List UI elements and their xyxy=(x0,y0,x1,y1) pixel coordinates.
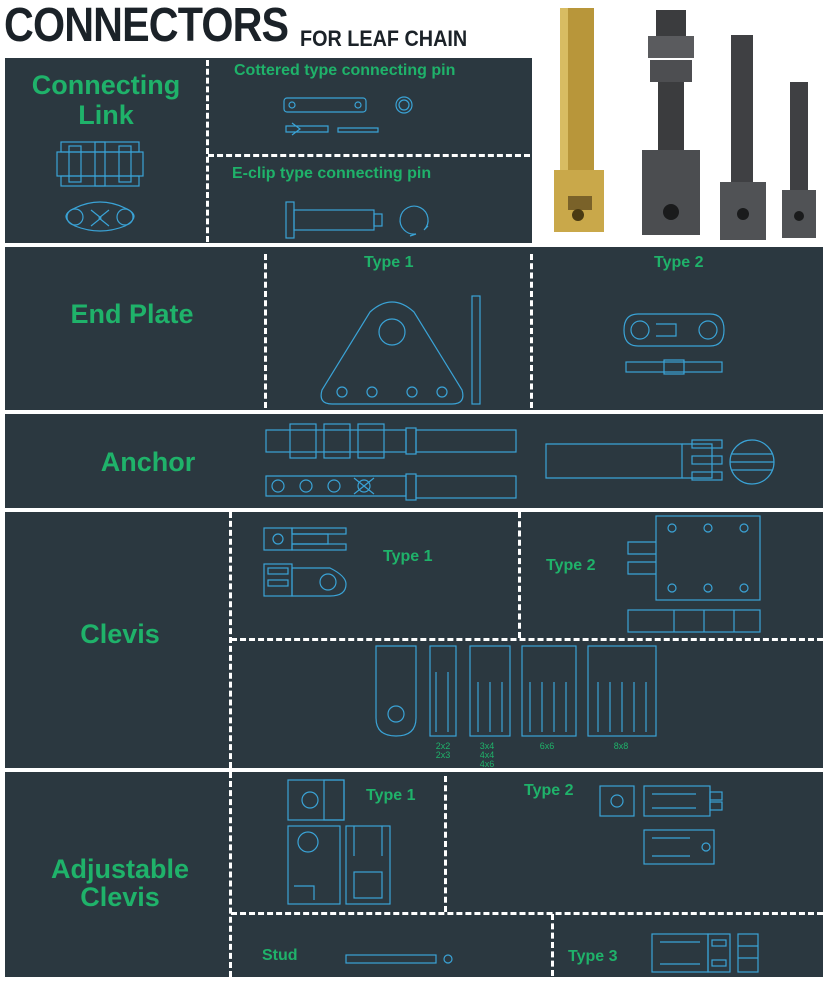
clevis-sizes-drawing xyxy=(375,645,657,737)
divider xyxy=(264,254,267,408)
clevis-size-2x2: 2x2 2x3 xyxy=(435,741,451,760)
clevis-size-6x6: 6x6 xyxy=(539,741,555,751)
end-plate-type2-drawing xyxy=(623,313,725,375)
eclip-pin-label: E-clip type connecting pin xyxy=(232,165,432,182)
end-plate-panel xyxy=(5,247,823,410)
clevis-size-3x4: 3x4 4x4 4x6 xyxy=(479,741,495,769)
divider xyxy=(229,512,232,768)
stud-drawing xyxy=(345,954,453,964)
page-title: CONNECTORS xyxy=(4,0,289,52)
end-plate-type2-label: Type 2 xyxy=(654,254,704,271)
divider xyxy=(206,60,209,242)
divider xyxy=(231,638,823,641)
divider xyxy=(208,154,530,157)
clevis-type1-drawing xyxy=(263,527,347,597)
connecting-link-drawing xyxy=(56,141,144,232)
adjustable-clevis-type1-drawing xyxy=(287,779,391,905)
clevis-rods-photo xyxy=(538,0,828,245)
adjustable-clevis-type2-drawing xyxy=(599,785,723,865)
clevis-type1-label: Type 1 xyxy=(383,548,433,565)
divider xyxy=(530,254,533,408)
adjustable-clevis-title: Adjustable Clevis xyxy=(50,854,190,912)
end-plate-title: End Plate xyxy=(70,299,194,329)
clevis-type2-label: Type 2 xyxy=(546,557,596,574)
adjustable-clevis-panel xyxy=(5,772,823,977)
adjustable-clevis-type1-label: Type 1 xyxy=(366,787,416,804)
page-subtitle: FOR LEAF CHAIN xyxy=(300,26,468,51)
connecting-link-title: Connecting Link xyxy=(31,70,181,130)
clevis-type2-drawing xyxy=(627,515,761,633)
clevis-title: Clevis xyxy=(80,619,160,649)
anchor-drawing xyxy=(265,423,775,501)
cottered-pin-label: Cottered type connecting pin xyxy=(234,62,456,79)
adjustable-clevis-type3-drawing xyxy=(651,933,759,973)
end-plate-type1-drawing xyxy=(320,295,481,405)
eclip-pin-drawing xyxy=(285,201,429,239)
adjustable-clevis-type3-label: Type 3 xyxy=(568,948,618,965)
anchor-title: Anchor xyxy=(100,447,196,477)
adjustable-clevis-type2-label: Type 2 xyxy=(524,782,574,799)
divider xyxy=(231,912,823,915)
anchor-panel xyxy=(5,414,823,508)
divider xyxy=(518,512,521,638)
divider xyxy=(551,914,554,976)
stud-label: Stud xyxy=(262,947,298,964)
cottered-pin-drawing xyxy=(283,96,413,136)
end-plate-type1-label: Type 1 xyxy=(364,254,414,271)
divider xyxy=(444,776,447,912)
clevis-size-8x8: 8x8 xyxy=(613,741,629,751)
divider xyxy=(229,772,232,977)
